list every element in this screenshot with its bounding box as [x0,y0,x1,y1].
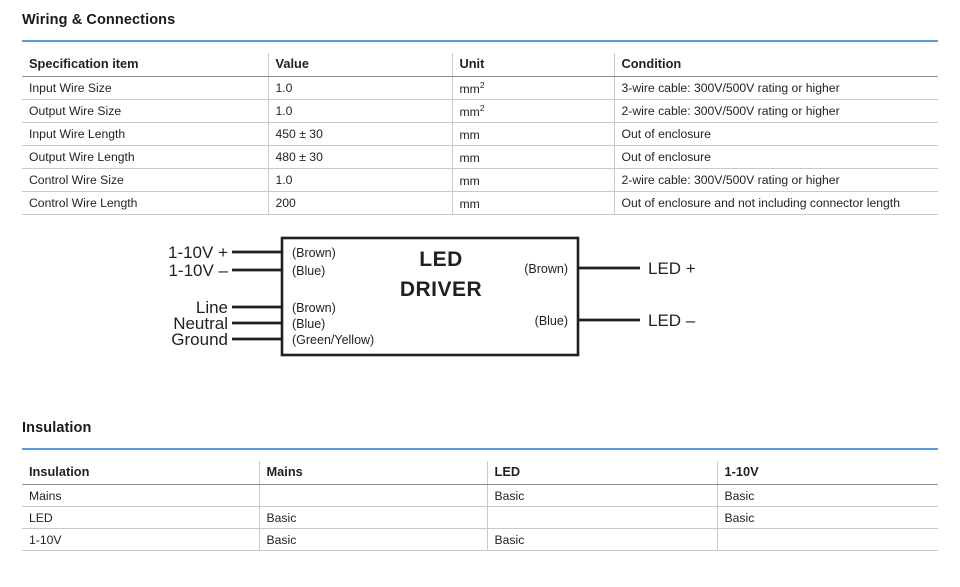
terminal-label-1-10v-minus: 1-10V – [168,261,228,280]
cell-led: Basic [486,528,717,552]
cell-condition: Out of enclosure [613,145,938,170]
table-row: Output Wire Size 1.0 mm2 2-wire cable: 3… [22,99,938,124]
cell-value: 200 [267,191,452,216]
cell-unit-text: mm [459,151,480,166]
column-header-insulation: Insulation [22,460,259,486]
cell-unit: mm [451,122,614,147]
table-header-row: Insulation Mains LED 1-10V [22,460,938,486]
table-row: 1-10V Basic Basic [22,528,938,552]
table-row: Input Wire Size 1.0 mm2 3-wire cable: 30… [22,76,938,101]
cell-specification-item: Control Wire Size [22,168,268,193]
table-header-row: Specification item Value Unit Condition [22,52,938,77]
cell-unit: mm2 [451,99,614,124]
cell-specification-item: Input Wire Length [22,122,268,147]
section-accent-rule-wiring [22,39,938,42]
cell-led: Basic [486,484,717,508]
table-row: Input Wire Length 450 ± 30 mm Out of enc… [22,122,938,147]
wire-color-label-1-10v-minus: (Blue) [292,264,325,278]
insulation-table: Insulation Mains LED 1-10V Mains Basic B… [22,460,938,552]
led-driver-wiring-diagram: 1-10V + 1-10V – Line Neutral Ground (Bro… [22,215,938,365]
cell-mains: Basic [258,506,487,530]
wire-color-label-1-10v-plus: (Brown) [292,246,336,260]
cell-specification-item: Output Wire Size [22,99,268,124]
cell-unit-text: mm [459,128,480,143]
device-label-line2: DRIVER [400,278,482,301]
cell-value: 1.0 [267,168,452,193]
cell-condition: Out of enclosure [613,122,938,147]
cell-mains: Basic [258,528,487,552]
terminal-label-led-minus: LED – [648,311,696,330]
column-header-specification-item: Specification item [22,52,268,77]
terminal-label-1-10v-plus: 1-10V + [168,243,228,262]
column-header-mains: Mains [258,460,487,486]
cell-unit-text: mm [459,82,480,97]
table-row: LED Basic Basic [22,506,938,530]
terminal-label-led-plus: LED + [648,259,696,278]
cell-condition: 3-wire cable: 300V/500V rating or higher [613,76,938,101]
cell-unit-exponent: 2 [479,103,485,114]
cell-1-10v [716,528,938,552]
section-accent-rule-insulation [22,447,938,450]
cell-condition: Out of enclosure and not including conne… [613,191,938,216]
wire-color-label-led-minus: (Blue) [535,314,568,328]
cell-row-label: LED [22,506,259,530]
led-driver-body [280,237,580,357]
terminal-label-ground: Ground [171,330,228,349]
cell-specification-item: Control Wire Length [22,191,268,216]
column-header-unit: Unit [451,52,614,77]
terminal-label-neutral: Neutral [173,314,228,333]
cell-unit-text: mm [459,197,480,212]
wire-color-label-ground: (Green/Yellow) [292,333,374,347]
wire-color-label-led-plus: (Brown) [524,262,568,276]
table-row: Output Wire Length 480 ± 30 mm Out of en… [22,145,938,170]
cell-1-10v: Basic [716,506,938,530]
wire-color-label-line: (Brown) [292,301,336,315]
table-row: Mains Basic Basic [22,484,938,508]
cell-specification-item: Input Wire Size [22,76,268,101]
cell-condition: 2-wire cable: 300V/500V rating or higher [613,99,938,124]
cell-mains [258,484,487,508]
cell-unit-exponent: 2 [479,80,485,90]
cell-led [486,506,717,530]
cell-unit: mm [451,145,614,170]
cell-specification-item: Output Wire Length [22,145,268,170]
cell-value: 480 ± 30 [267,145,452,170]
section-heading-insulation: Insulation [22,420,92,437]
table-row: Control Wire Length 200 mm Out of enclos… [22,191,938,216]
wiring-spec-table: Specification item Value Unit Condition … [22,52,938,216]
cell-row-label: 1-10V [22,528,259,552]
column-header-1-10v: 1-10V [716,460,938,486]
cell-value: 1.0 [267,76,452,101]
column-header-value: Value [267,52,452,77]
cell-unit: mm2 [451,76,614,101]
terminal-label-line: Line [196,298,228,317]
cell-1-10v: Basic [716,484,938,508]
cell-unit-text: mm [459,174,480,189]
cell-unit: mm [451,168,614,193]
table-row: Control Wire Size 1.0 mm 2-wire cable: 3… [22,168,938,193]
cell-unit: mm [451,191,614,216]
column-header-condition: Condition [613,52,938,77]
wire-color-label-neutral: (Blue) [292,317,325,331]
cell-row-label: Mains [22,484,259,508]
cell-unit-text: mm [459,105,480,120]
column-header-led: LED [486,460,717,486]
cell-value: 450 ± 30 [267,122,452,147]
cell-value: 1.0 [267,99,452,124]
section-heading-wiring: Wiring & Connections [22,12,176,28]
cell-condition: 2-wire cable: 300V/500V rating or higher [613,168,938,193]
device-label-line1: LED [419,248,463,271]
